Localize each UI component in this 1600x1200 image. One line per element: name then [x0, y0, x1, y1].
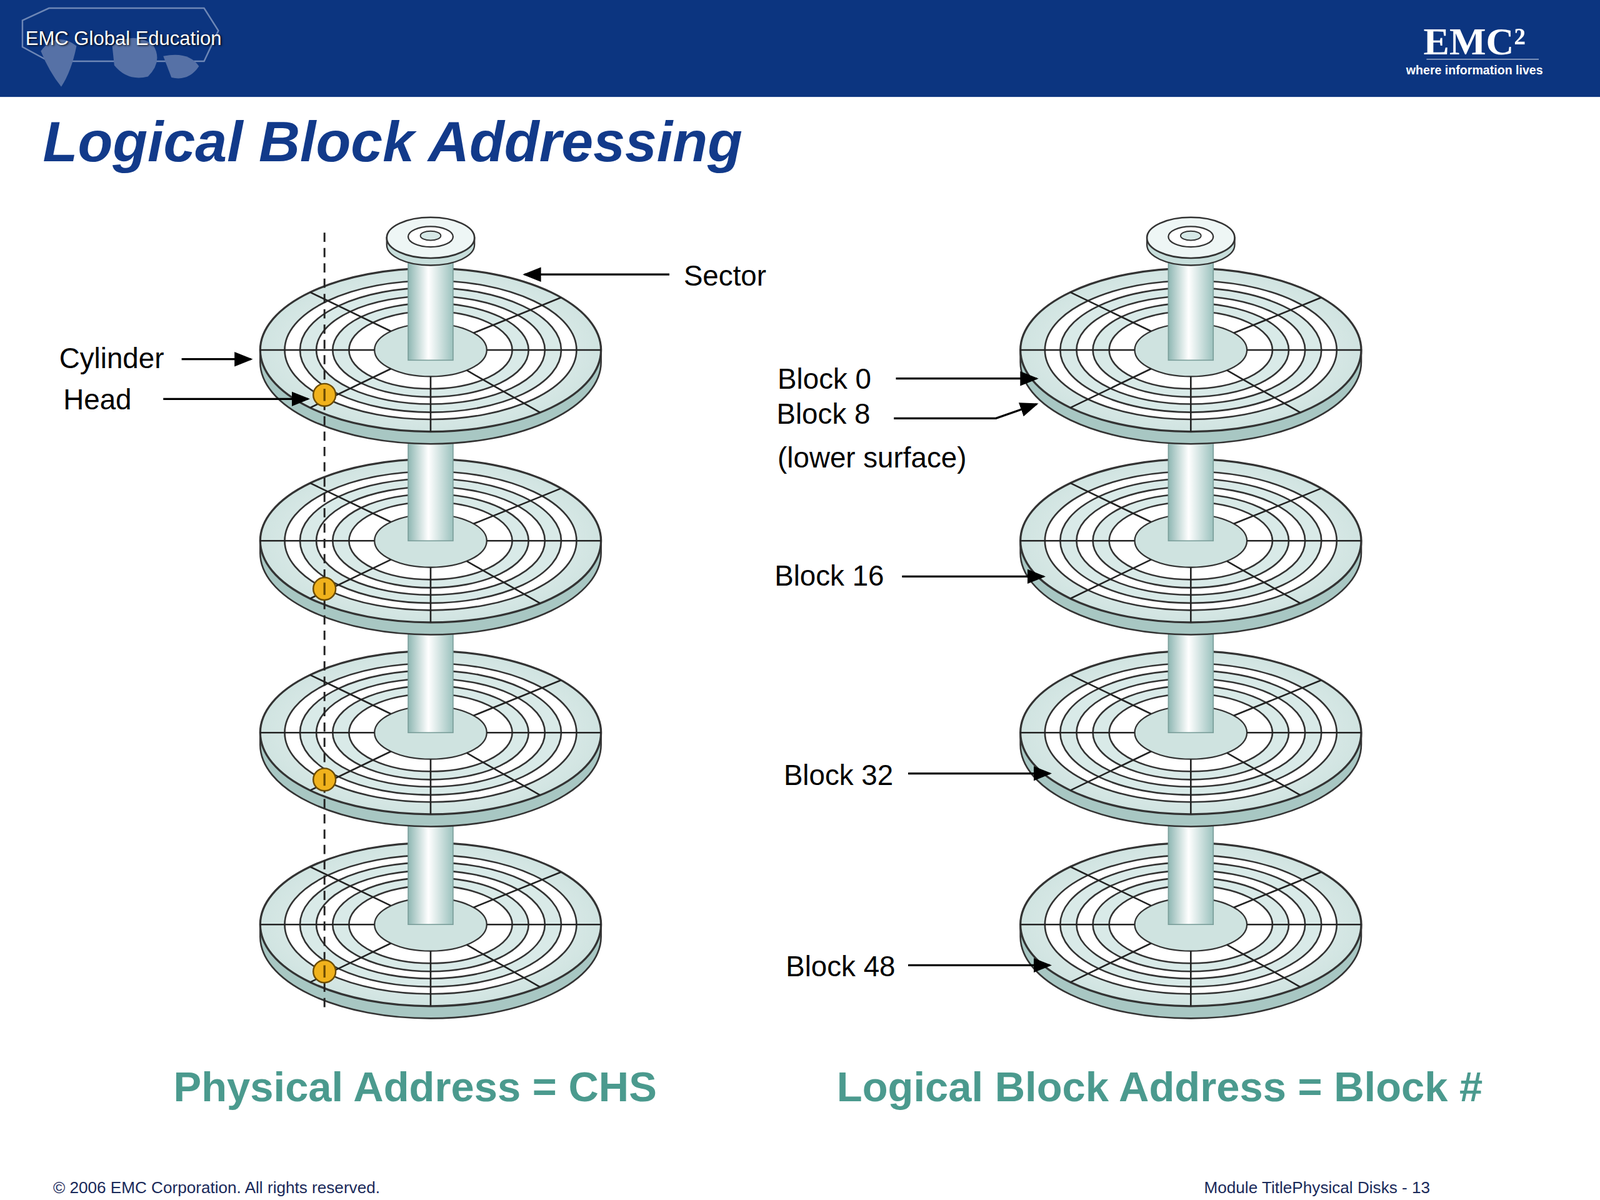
platter-stack-lba: [1020, 217, 1362, 1019]
read-write-heads: [313, 383, 336, 983]
block-note: (lower surface): [777, 441, 967, 475]
part-label: Cylinder: [59, 342, 165, 376]
part-label: Head: [63, 383, 132, 417]
block-label: Block 16: [774, 560, 884, 594]
block-label: Block 48: [785, 950, 895, 984]
footer-text: © 2006 EMC Corporation. All rights reser…: [53, 1178, 380, 1197]
block-label: Block 8: [776, 398, 870, 432]
block-label: Block 32: [783, 759, 894, 793]
head-marks: [323, 388, 326, 978]
header-bar: [0, 0, 1600, 97]
block-label: Block 0: [777, 363, 872, 397]
part-label: Sector: [683, 260, 767, 294]
brand-logo: EMC²: [1423, 19, 1526, 64]
cylinder-line: [323, 232, 326, 1012]
brand-tagline: where information lives: [1406, 64, 1544, 79]
platter-stack-chs: [260, 217, 601, 1019]
footer-text: Module TitlePhysical Disks - 13: [1204, 1178, 1431, 1197]
leader-lines: [163, 274, 1050, 965]
caption-text: Logical Block Address = Block #: [836, 1063, 1484, 1112]
logo-text: EMC Global Education: [25, 27, 222, 50]
caption-text: Physical Address = CHS: [173, 1063, 657, 1112]
slide-title: Logical Block Addressing: [43, 108, 743, 175]
